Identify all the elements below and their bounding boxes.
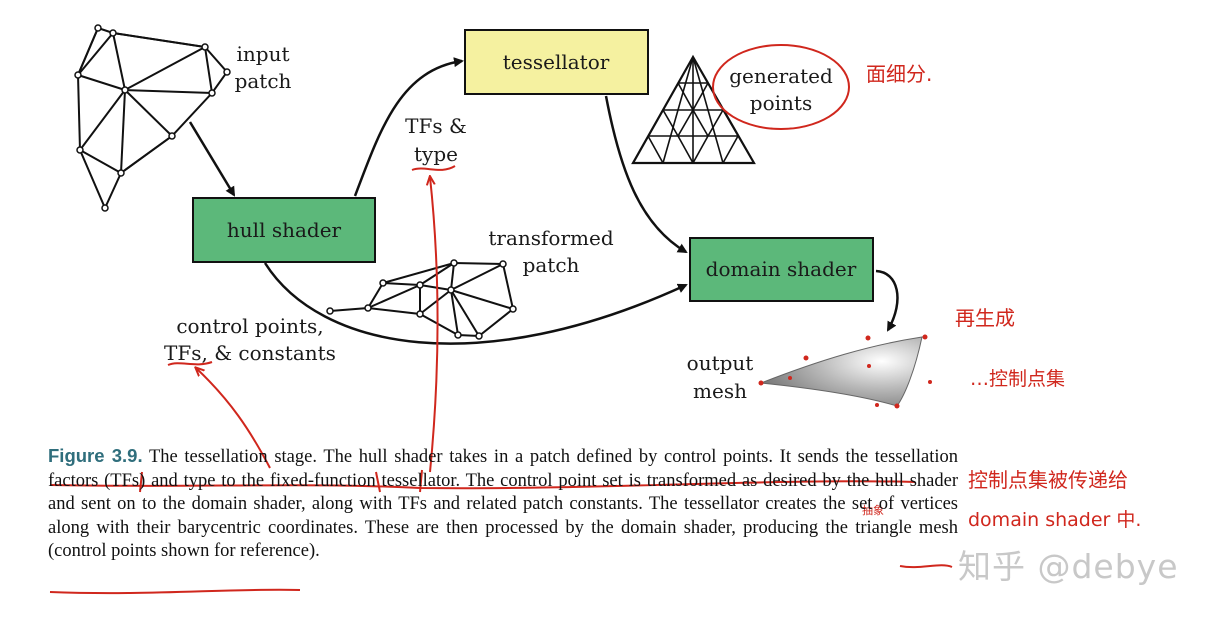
handwritten-note-side-2: domain shader 中. <box>968 509 1141 531</box>
arrow-tfs-annotation <box>196 368 271 469</box>
output-mesh-label-1: output <box>687 351 754 375</box>
watermark: 知乎 @debye <box>958 547 1179 586</box>
tessellator-box <box>464 29 649 95</box>
arrow-hull-to-domain <box>263 262 688 345</box>
generated-points-label-1: generated <box>729 64 833 88</box>
handwritten-note-subdivide: 面细分. <box>866 62 932 86</box>
underline-caption-line6 <box>49 588 301 595</box>
underline-type <box>411 165 456 171</box>
underline-caption-line2 <box>49 480 916 490</box>
circle-generated-points <box>712 44 850 130</box>
hull-shader-box <box>192 197 376 263</box>
handwritten-note-control-points: …控制点集 <box>970 368 1065 390</box>
transformed-patch-label-1: transformed <box>488 226 613 250</box>
transformed-patch-mesh <box>329 261 515 338</box>
input-patch-label-1: input <box>237 42 290 66</box>
handwritten-note-regen: 再生成 <box>955 306 1015 330</box>
hull-shader-label: hull shader <box>227 218 342 242</box>
bracket-type-left <box>419 469 423 493</box>
arrow-tessellator-to-domain <box>604 95 688 254</box>
caption-text: The tessellation stage. The hull shader … <box>48 447 958 561</box>
output-mesh-control-points <box>758 334 932 409</box>
domain-shader-box <box>689 237 874 302</box>
figure-caption: Figure 3.9. The tessellation stage. The … <box>48 444 958 564</box>
control-points-label-1: control points, <box>176 314 323 338</box>
input-patch-label-2: patch <box>235 69 292 93</box>
output-mesh-label-2: mesh <box>693 379 747 403</box>
arrow-input-to-hull <box>188 121 236 197</box>
underline-control <box>899 564 953 569</box>
bracket-tfs-left <box>139 471 143 493</box>
handwritten-note-small: 抽象 <box>862 503 884 517</box>
arrow-hull-to-tessellator <box>353 57 464 197</box>
domain-shader-label: domain shader <box>706 257 857 281</box>
arrow-type-annotation <box>430 177 439 473</box>
input-patch-mesh <box>76 27 229 211</box>
tessellator-label: tessellator <box>503 50 610 74</box>
transformed-patch-label-2: patch <box>523 253 580 277</box>
figure-label: Figure 3.9. <box>48 445 143 466</box>
tfs-type-label-2: type <box>414 142 458 166</box>
transformed-patch-vertices <box>326 259 517 340</box>
handwritten-annotations <box>49 44 953 595</box>
tfs-type-label-1: TFs & <box>405 114 467 138</box>
bracket-tfs-right <box>375 471 381 493</box>
input-patch-vertices <box>74 24 231 212</box>
arrow-domain-to-output <box>875 269 899 332</box>
handwritten-note-side-1: 控制点集被传递给 <box>968 468 1128 492</box>
control-points-label-2: TFs, & constants <box>164 341 336 365</box>
underline-tfs <box>167 361 213 366</box>
generated-points-label-2: points <box>750 91 812 115</box>
output-mesh-surface <box>760 336 923 407</box>
